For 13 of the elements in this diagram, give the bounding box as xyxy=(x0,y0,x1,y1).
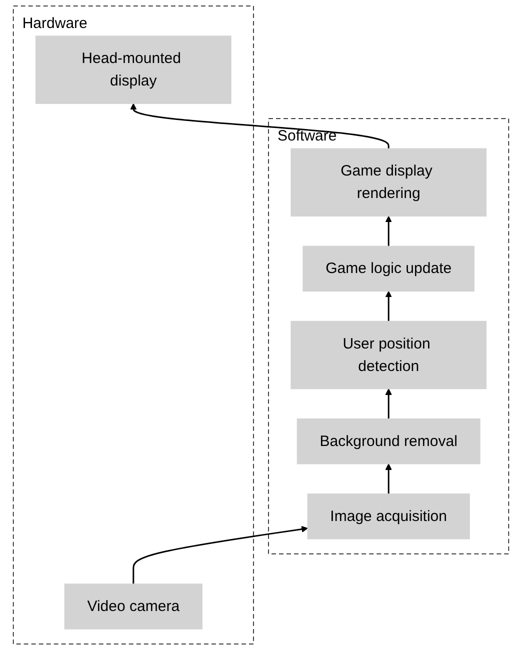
arrow xyxy=(385,290,392,322)
node-box: Game display rendering xyxy=(290,148,487,217)
node-box: Head-mounted display xyxy=(35,36,232,104)
arrow xyxy=(385,216,392,246)
node-box: User position detection xyxy=(290,320,487,390)
node-box: Image acquisition xyxy=(307,494,470,540)
node-box: Game logic update xyxy=(302,246,474,292)
arrow xyxy=(130,103,390,149)
node-box: Video camera xyxy=(64,584,202,630)
arrow xyxy=(132,526,308,584)
node-box: Background removal xyxy=(296,418,480,464)
arrow xyxy=(385,388,392,419)
arrow xyxy=(385,464,392,494)
